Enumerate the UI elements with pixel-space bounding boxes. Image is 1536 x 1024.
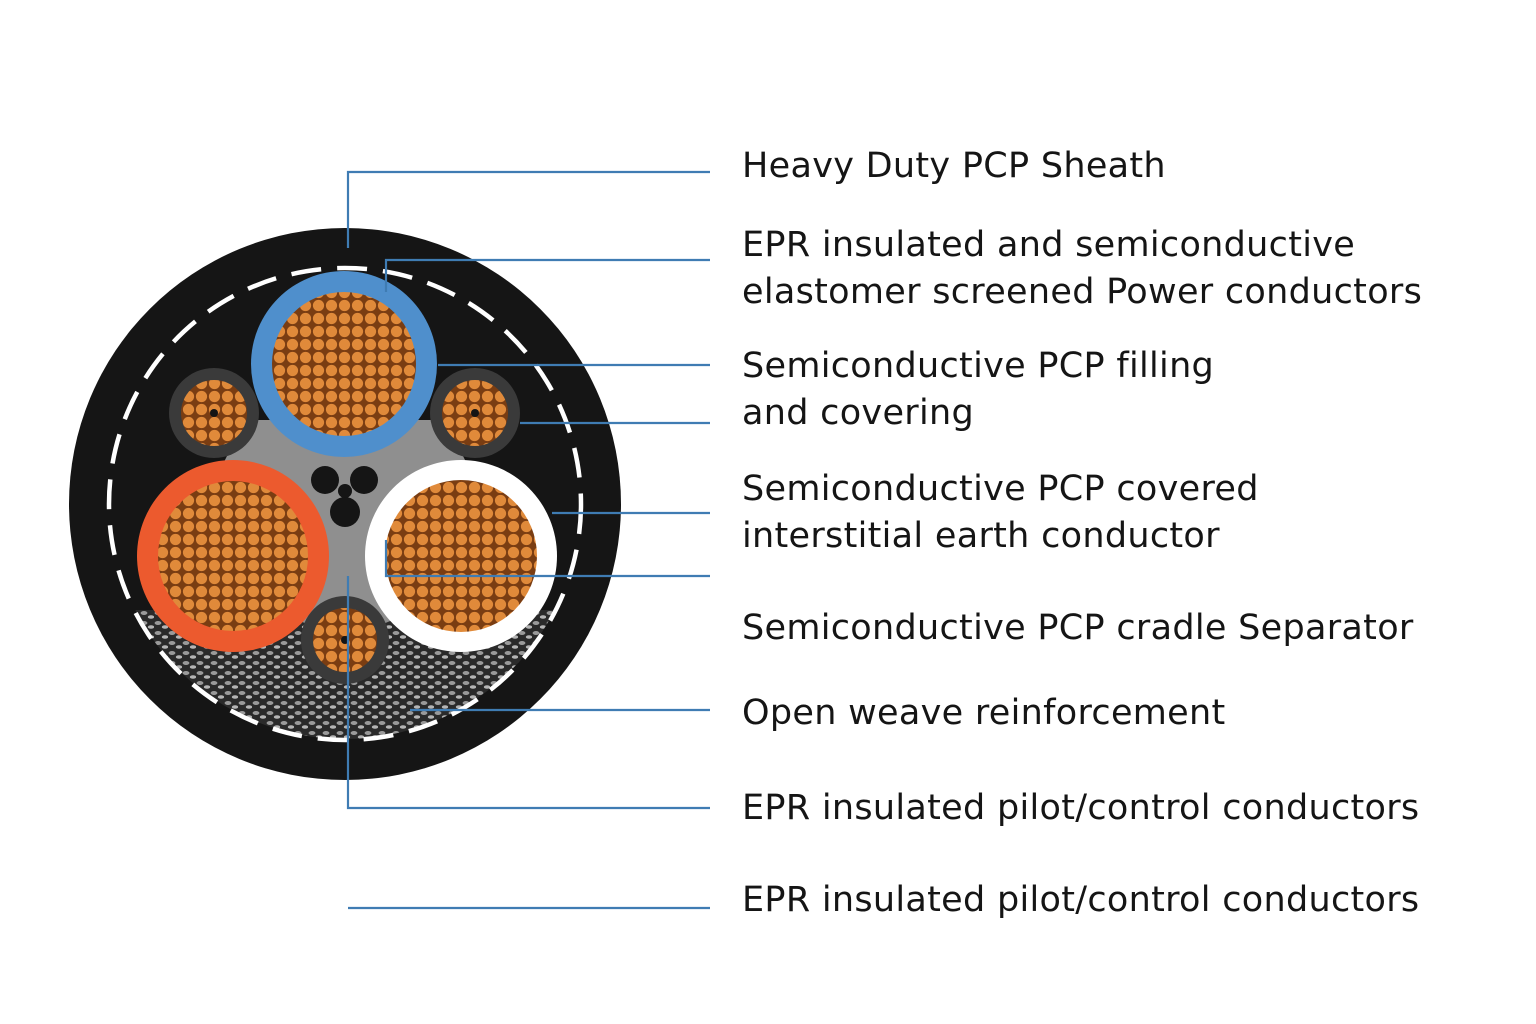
- label-line: Semiconductive PCP covered: [742, 469, 1259, 509]
- label-pilot-conductors-1: EPR insulated pilot/control conductors: [742, 785, 1419, 832]
- power-conductor-white: [365, 460, 557, 652]
- pilot-conductor-bottom: [301, 596, 389, 684]
- dashed-screen-ring: [106, 265, 584, 743]
- label-line: and covering: [742, 393, 974, 433]
- label-line: EPR insulated pilot/control conductors: [742, 788, 1420, 828]
- label-power-conductors: EPR insulated and semiconductive elastom…: [742, 222, 1422, 316]
- label-line: interstitial earth conductor: [742, 516, 1220, 556]
- label-line: Semiconductive PCP cradle Separator: [742, 608, 1414, 648]
- label-line: elastomer screened Power conductors: [742, 272, 1423, 312]
- label-line: Heavy Duty PCP Sheath: [742, 146, 1166, 186]
- pilot-conductor-left: [169, 368, 259, 458]
- leader-line-reinforcement: [384, 540, 710, 578]
- label-sheath: Heavy Duty PCP Sheath: [742, 143, 1166, 190]
- leader-line-power-conductors: [384, 258, 710, 292]
- label-pilot-conductors-2: EPR insulated pilot/control conductors: [742, 877, 1419, 924]
- leader-line-sheath: [346, 170, 710, 248]
- power-conductor-red: [137, 460, 329, 652]
- label-filling-covering: Semiconductive PCP filling and covering: [742, 343, 1214, 437]
- label-cradle-separator: Semiconductive PCP cradle Separator: [742, 605, 1414, 652]
- label-reinforcement: Open weave reinforcement: [742, 690, 1226, 737]
- pilot-conductor-right: [430, 368, 520, 458]
- power-conductor-blue: [251, 271, 437, 457]
- label-earth-conductor: Semiconductive PCP covered interstitial …: [742, 466, 1259, 560]
- label-line: EPR insulated pilot/control conductors: [742, 880, 1420, 920]
- label-line: EPR insulated and semiconductive: [742, 225, 1356, 265]
- interstitial-earth-conductor: [311, 466, 378, 527]
- label-line: Open weave reinforcement: [742, 693, 1226, 733]
- label-line: Semiconductive PCP filling: [742, 346, 1215, 386]
- leader-line-pilot-2: [346, 576, 710, 810]
